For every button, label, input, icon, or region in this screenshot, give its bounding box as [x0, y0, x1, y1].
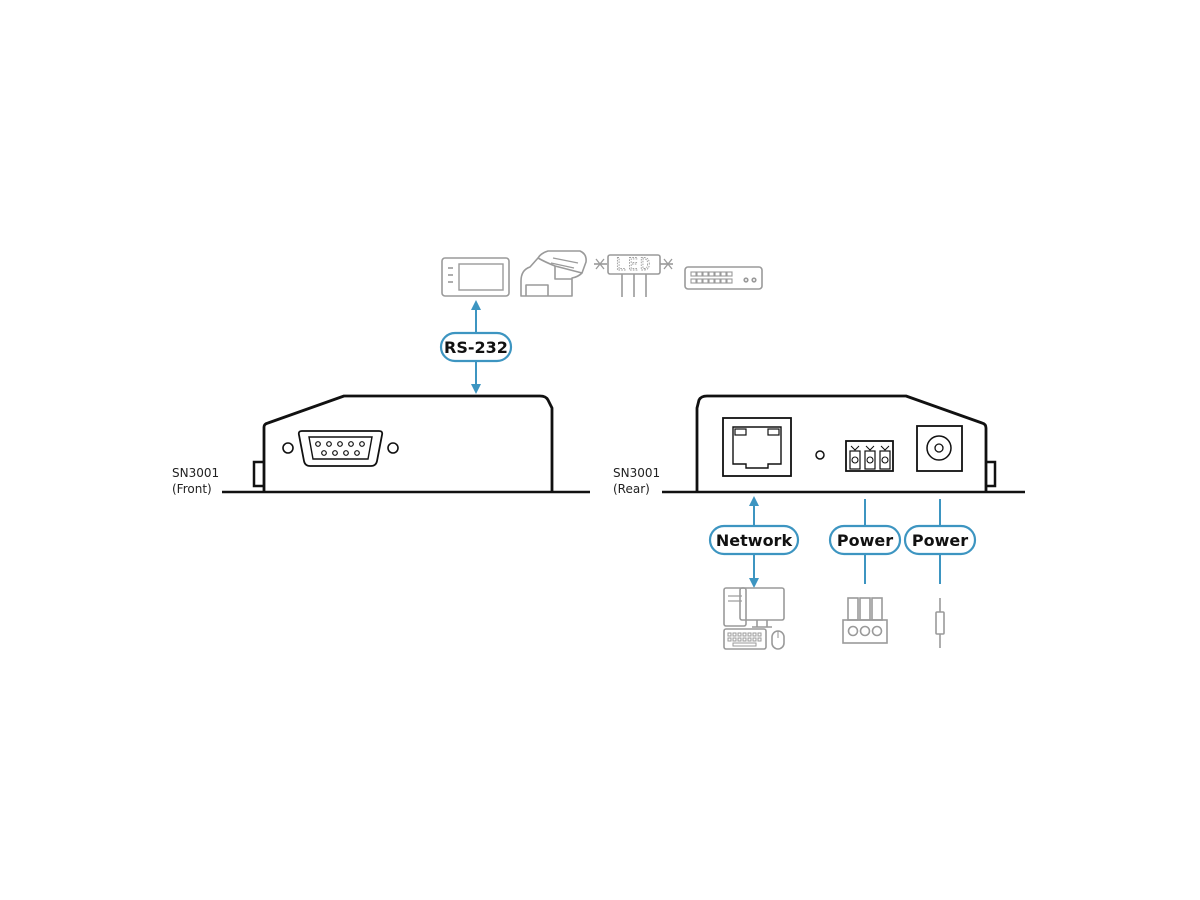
status-led-icon [815, 450, 825, 460]
front-chassis [262, 394, 554, 492]
serial-devices: LED [441, 250, 763, 297]
projector-icon [520, 250, 587, 297]
touch-panel-icon [441, 257, 510, 297]
rear-peripherals [723, 587, 945, 650]
power-dc-label: Power [912, 531, 968, 550]
rear-device: SN3001 (Rear) [613, 394, 1025, 496]
network-switch-icon [684, 266, 763, 290]
rs232-label: RS-232 [444, 338, 508, 357]
rear-mount-tab [986, 460, 997, 488]
dc-jack-port-icon [916, 425, 963, 472]
power-terminal-label: Power [837, 531, 893, 550]
led-sign-icon: LED [594, 254, 673, 297]
computer-icon [723, 587, 785, 650]
rear-device-name: SN3001 [613, 466, 660, 480]
led-sign-text: LED [616, 255, 653, 275]
front-mount-tab [252, 460, 264, 488]
rs232-connection: RS-232 [439, 300, 513, 394]
power-dc-pill [903, 524, 977, 556]
rs232-pill [439, 331, 513, 363]
power-terminal-connection: Power [828, 499, 902, 584]
network-connection: Network [708, 496, 800, 588]
rear-device-side: (Rear) [613, 482, 650, 496]
terminal-block-port-icon [845, 440, 894, 472]
power-dc-connection: Power [903, 499, 977, 584]
rear-chassis [695, 394, 988, 492]
db9-serial-port-icon [282, 430, 399, 467]
front-device-side: (Front) [172, 482, 212, 496]
power-terminal-pill [828, 524, 902, 556]
network-label: Network [716, 531, 793, 550]
front-device-name: SN3001 [172, 466, 219, 480]
terminal-block-plug-icon [842, 597, 888, 644]
rj45-port-icon [722, 417, 792, 477]
front-device: SN3001 (Front) [172, 394, 590, 496]
dc-plug-icon [935, 598, 945, 648]
network-pill [708, 524, 800, 556]
